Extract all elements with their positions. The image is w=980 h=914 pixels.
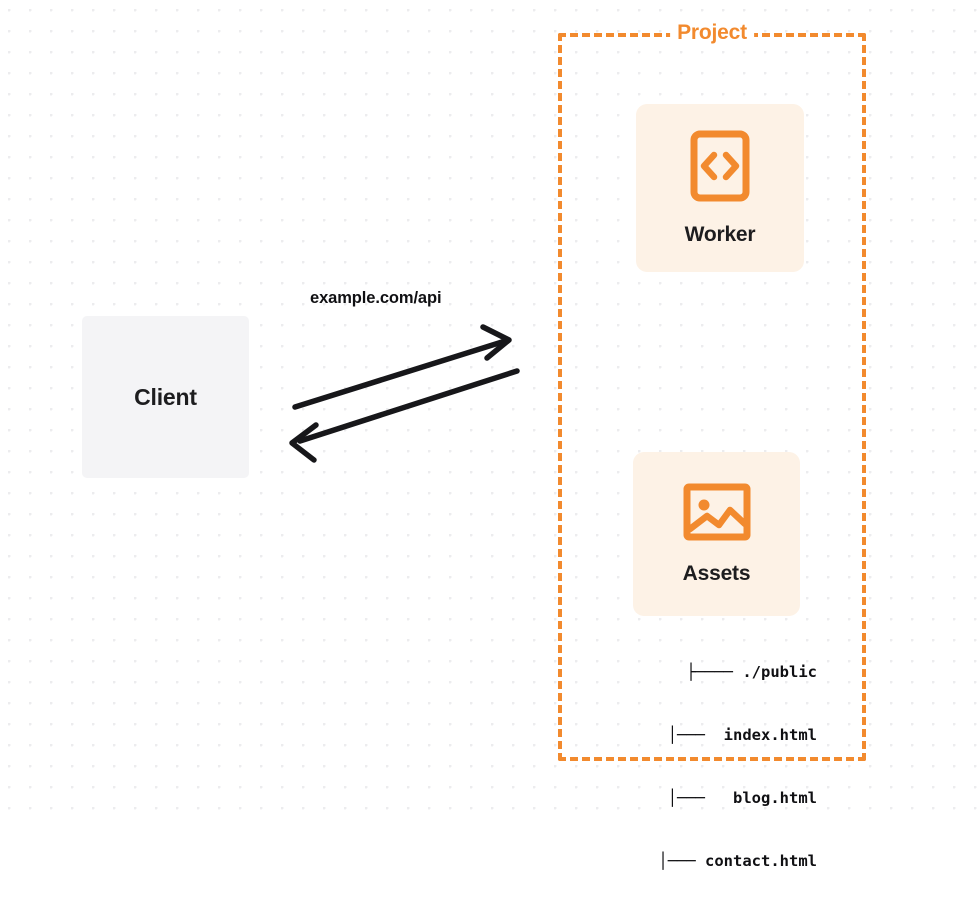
project-container: Project Worker Assets (558, 21, 866, 870)
outbound-arrow (292, 324, 512, 410)
project-title: Project (670, 21, 754, 45)
assets-label: Assets (682, 561, 751, 585)
file-tree-row: │─── blog.html (667, 789, 817, 807)
client-label: Client (134, 383, 197, 410)
file-tree-row: │─── contact.html (658, 852, 817, 870)
request-url-label: example.com/api (310, 289, 442, 307)
inbound-arrow (289, 368, 520, 463)
client-node[interactable]: Client (82, 316, 249, 478)
file-tree-row: │─── index.html (667, 726, 817, 744)
code-brackets-icon (690, 130, 750, 207)
worker-label: Worker (684, 222, 756, 246)
file-tree-row: ├──── ./public (686, 663, 817, 681)
image-icon (683, 483, 751, 546)
assets-file-tree: ├──── ./public │─── index.html │─── blog… (572, 620, 817, 914)
assets-card[interactable]: Assets (633, 452, 800, 616)
worker-card[interactable]: Worker (636, 104, 804, 272)
architecture-diagram: Client example.com/api Project W (0, 0, 980, 870)
